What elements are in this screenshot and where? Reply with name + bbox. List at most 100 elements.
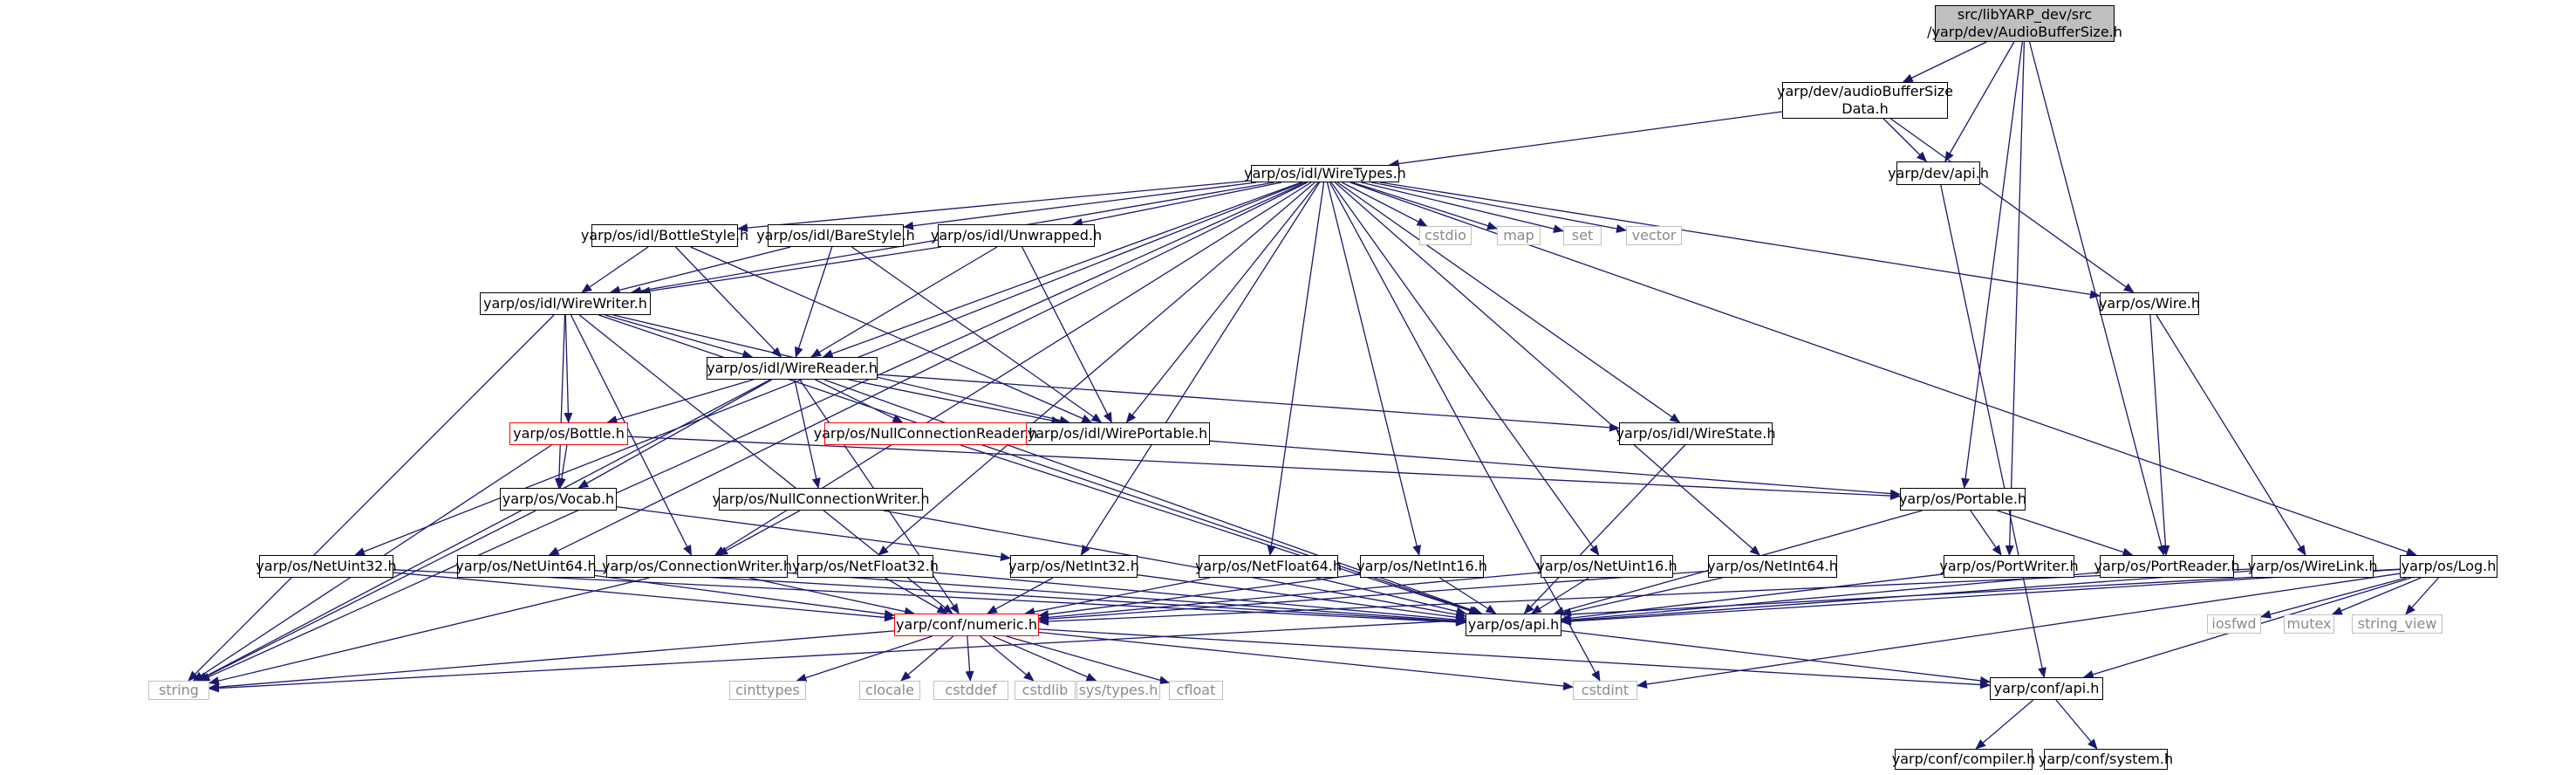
edge-wirelink-to-numeric — [1038, 568, 2252, 626]
edge-bottle-to-vocab — [557, 444, 568, 489]
node-label: yarp/os/WireLink.h — [2247, 558, 2378, 574]
node-label: Data.h — [1841, 100, 1889, 117]
edge-netuint16-to-osapi — [1530, 577, 1589, 614]
node-netfloat64[interactable]: yarp/os/NetFloat64.h — [1195, 555, 1342, 578]
node-numeric[interactable]: yarp/conf/numeric.h — [894, 614, 1039, 636]
node-wirelink[interactable]: yarp/os/WireLink.h — [2248, 555, 2377, 578]
node-wirestate[interactable]: yarp/os/idl/WireState.h — [1616, 422, 1775, 445]
node-wireportable[interactable]: yarp/os/idl/WirePortable.h — [1025, 422, 1210, 445]
edge-wire-to-portreader — [2149, 314, 2170, 556]
node-nullreader[interactable]: yarp/os/NullConnectionReader.h — [814, 422, 1037, 445]
node-label: yarp/os/NetInt16.h — [1356, 558, 1487, 574]
node-system[interactable]: yarp/conf/system.h — [2039, 749, 2173, 770]
node-netint64[interactable]: yarp/os/NetInt64.h — [1707, 555, 1838, 578]
edge-netint64-to-numeric — [1038, 570, 1709, 624]
node-label: set — [1571, 227, 1594, 243]
edge-barestyle-to-wireportable — [851, 246, 1103, 423]
node-nullwriter[interactable]: yarp/os/NullConnectionWriter.h — [712, 488, 930, 511]
node-devapi[interactable]: yarp/dev/api.h — [1888, 161, 1989, 185]
node-wire[interactable]: yarp/os/Wire.h — [2099, 292, 2200, 315]
node-vector: vector — [1626, 226, 1682, 245]
edge-barestyle-to-wirewriter — [609, 246, 791, 295]
node-unwrapped[interactable]: yarp/os/idl/Unwrapped.h — [931, 224, 1102, 247]
node-netfloat32[interactable]: yarp/os/NetFloat32.h — [792, 555, 939, 578]
node-connwriter[interactable]: yarp/os/ConnectionWriter.h — [602, 555, 792, 578]
node-label: yarp/os/ConnectionWriter.h — [601, 558, 793, 574]
node-cstddef: cstddef — [933, 681, 1008, 700]
edge-netint32-to-numeric — [987, 577, 1054, 614]
edge-wiretypes-to-netint32 — [1080, 182, 1321, 556]
node-label: /yarp/dev/AudioBufferSize.h — [1927, 24, 2122, 40]
edge-bottle-to-portable — [627, 436, 1901, 501]
edge-root-to-portable — [1961, 41, 2023, 489]
edge-wirereader-to-wireportable — [848, 379, 1063, 425]
node-label: yarp/os/NetUint64.h — [455, 558, 597, 574]
node-wiretypes[interactable]: yarp/os/idl/WireTypes.h — [1244, 165, 1406, 182]
node-map: map — [1497, 226, 1541, 245]
edge-barestyle-to-wirereader — [794, 246, 833, 358]
node-wirewriter[interactable]: yarp/os/idl/WireWriter.h — [480, 292, 651, 315]
edge-wirereader-to-vocab — [577, 379, 773, 489]
edge-wireportable-to-portable — [1209, 440, 1901, 498]
node-osapi[interactable]: yarp/os/api.h — [1466, 614, 1561, 636]
node-cstdio: cstdio — [1419, 226, 1472, 245]
node-label: cinttypes — [735, 682, 800, 698]
edge-wiretypes-to-map — [1352, 182, 1498, 230]
node-label: yarp/os/idl/WireTypes.h — [1244, 165, 1406, 182]
node-label: yarp/os/Vocab.h — [502, 490, 615, 507]
edge-absd-to-wiretypes — [1388, 111, 1783, 168]
node-label: mutex — [2286, 615, 2332, 632]
edge-devapi-to-confapi — [1940, 184, 2046, 678]
edge-unwrapped-to-wirereader — [810, 246, 998, 358]
node-cfloat: cfloat — [1169, 681, 1223, 700]
node-netuint32[interactable]: yarp/os/NetUint32.h — [256, 555, 397, 578]
node-barestyle[interactable]: yarp/os/idl/BareStyle.h — [756, 224, 915, 247]
edge-wiretypes-to-netint16 — [1326, 182, 1422, 556]
node-bottlestyle[interactable]: yarp/os/idl/BottleStyle.h — [581, 224, 748, 247]
edge-root-to-devapi — [1944, 41, 2015, 162]
node-vocab[interactable]: yarp/os/Vocab.h — [500, 488, 617, 511]
node-label: yarp/os/PortReader.h — [2094, 558, 2240, 574]
node-netint16[interactable]: yarp/os/NetInt16.h — [1356, 555, 1487, 578]
node-label: map — [1503, 227, 1534, 243]
node-label: cstdio — [1425, 227, 1466, 243]
edge-wiretypes-to-netuint16 — [1330, 182, 1600, 556]
node-label: yarp/os/NetUint16.h — [1536, 558, 1677, 574]
node-portwriter[interactable]: yarp/os/PortWriter.h — [1939, 555, 2079, 578]
edge-absd-to-wire — [1890, 118, 2135, 293]
node-netuint16[interactable]: yarp/os/NetUint16.h — [1536, 555, 1677, 578]
node-label: yarp/os/PortWriter.h — [1939, 558, 2079, 574]
edge-numeric-to-clocale — [900, 635, 954, 682]
edge-portable-to-portwriter — [1970, 510, 2002, 556]
edge-netint32-to-osapi — [1137, 574, 1466, 622]
edge-log-to-iosfwd — [2260, 577, 2407, 619]
node-log[interactable]: yarp/os/Log.h — [2400, 555, 2497, 578]
node-label: yarp/os/idl/WireReader.h — [707, 360, 878, 376]
edge-wiretypes-to-cstdio — [1342, 182, 1428, 227]
node-netint32[interactable]: yarp/os/NetInt32.h — [1008, 555, 1139, 578]
node-label: yarp/os/NetInt32.h — [1008, 558, 1139, 574]
node-bottle[interactable]: yarp/os/Bottle.h — [509, 422, 628, 445]
edge-netfloat32-to-osapi — [933, 572, 1466, 624]
edge-wiretypes-to-string — [199, 182, 1307, 682]
node-label: yarp/os/NetFloat32.h — [791, 558, 940, 574]
node-confapi[interactable]: yarp/conf/api.h — [1990, 677, 2103, 700]
node-label: yarp/os/idl/BareStyle.h — [756, 227, 915, 243]
node-portable[interactable]: yarp/os/Portable.h — [1899, 488, 2026, 511]
edge-osapi-to-confapi — [1561, 629, 1991, 685]
edge-netuint64-to-numeric — [594, 574, 895, 619]
edge-wirereader-to-wirestate — [877, 374, 1620, 432]
node-wirereader[interactable]: yarp/os/idl/WireReader.h — [707, 357, 878, 380]
edge-numeric-to-string — [208, 630, 895, 692]
node-compiler[interactable]: yarp/conf/compiler.h — [1892, 749, 2035, 770]
node-label: yarp/conf/api.h — [1993, 680, 2100, 696]
edge-wiretypes-to-bottlestyle — [737, 180, 1252, 233]
node-label: yarp/os/NetFloat64.h — [1194, 558, 1343, 574]
node-label: cfloat — [1176, 682, 1216, 698]
node-netuint64[interactable]: yarp/os/NetUint64.h — [455, 555, 597, 578]
node-portreader[interactable]: yarp/os/PortReader.h — [2094, 555, 2240, 578]
node-label: yarp/os/NullConnectionReader.h — [813, 425, 1038, 442]
